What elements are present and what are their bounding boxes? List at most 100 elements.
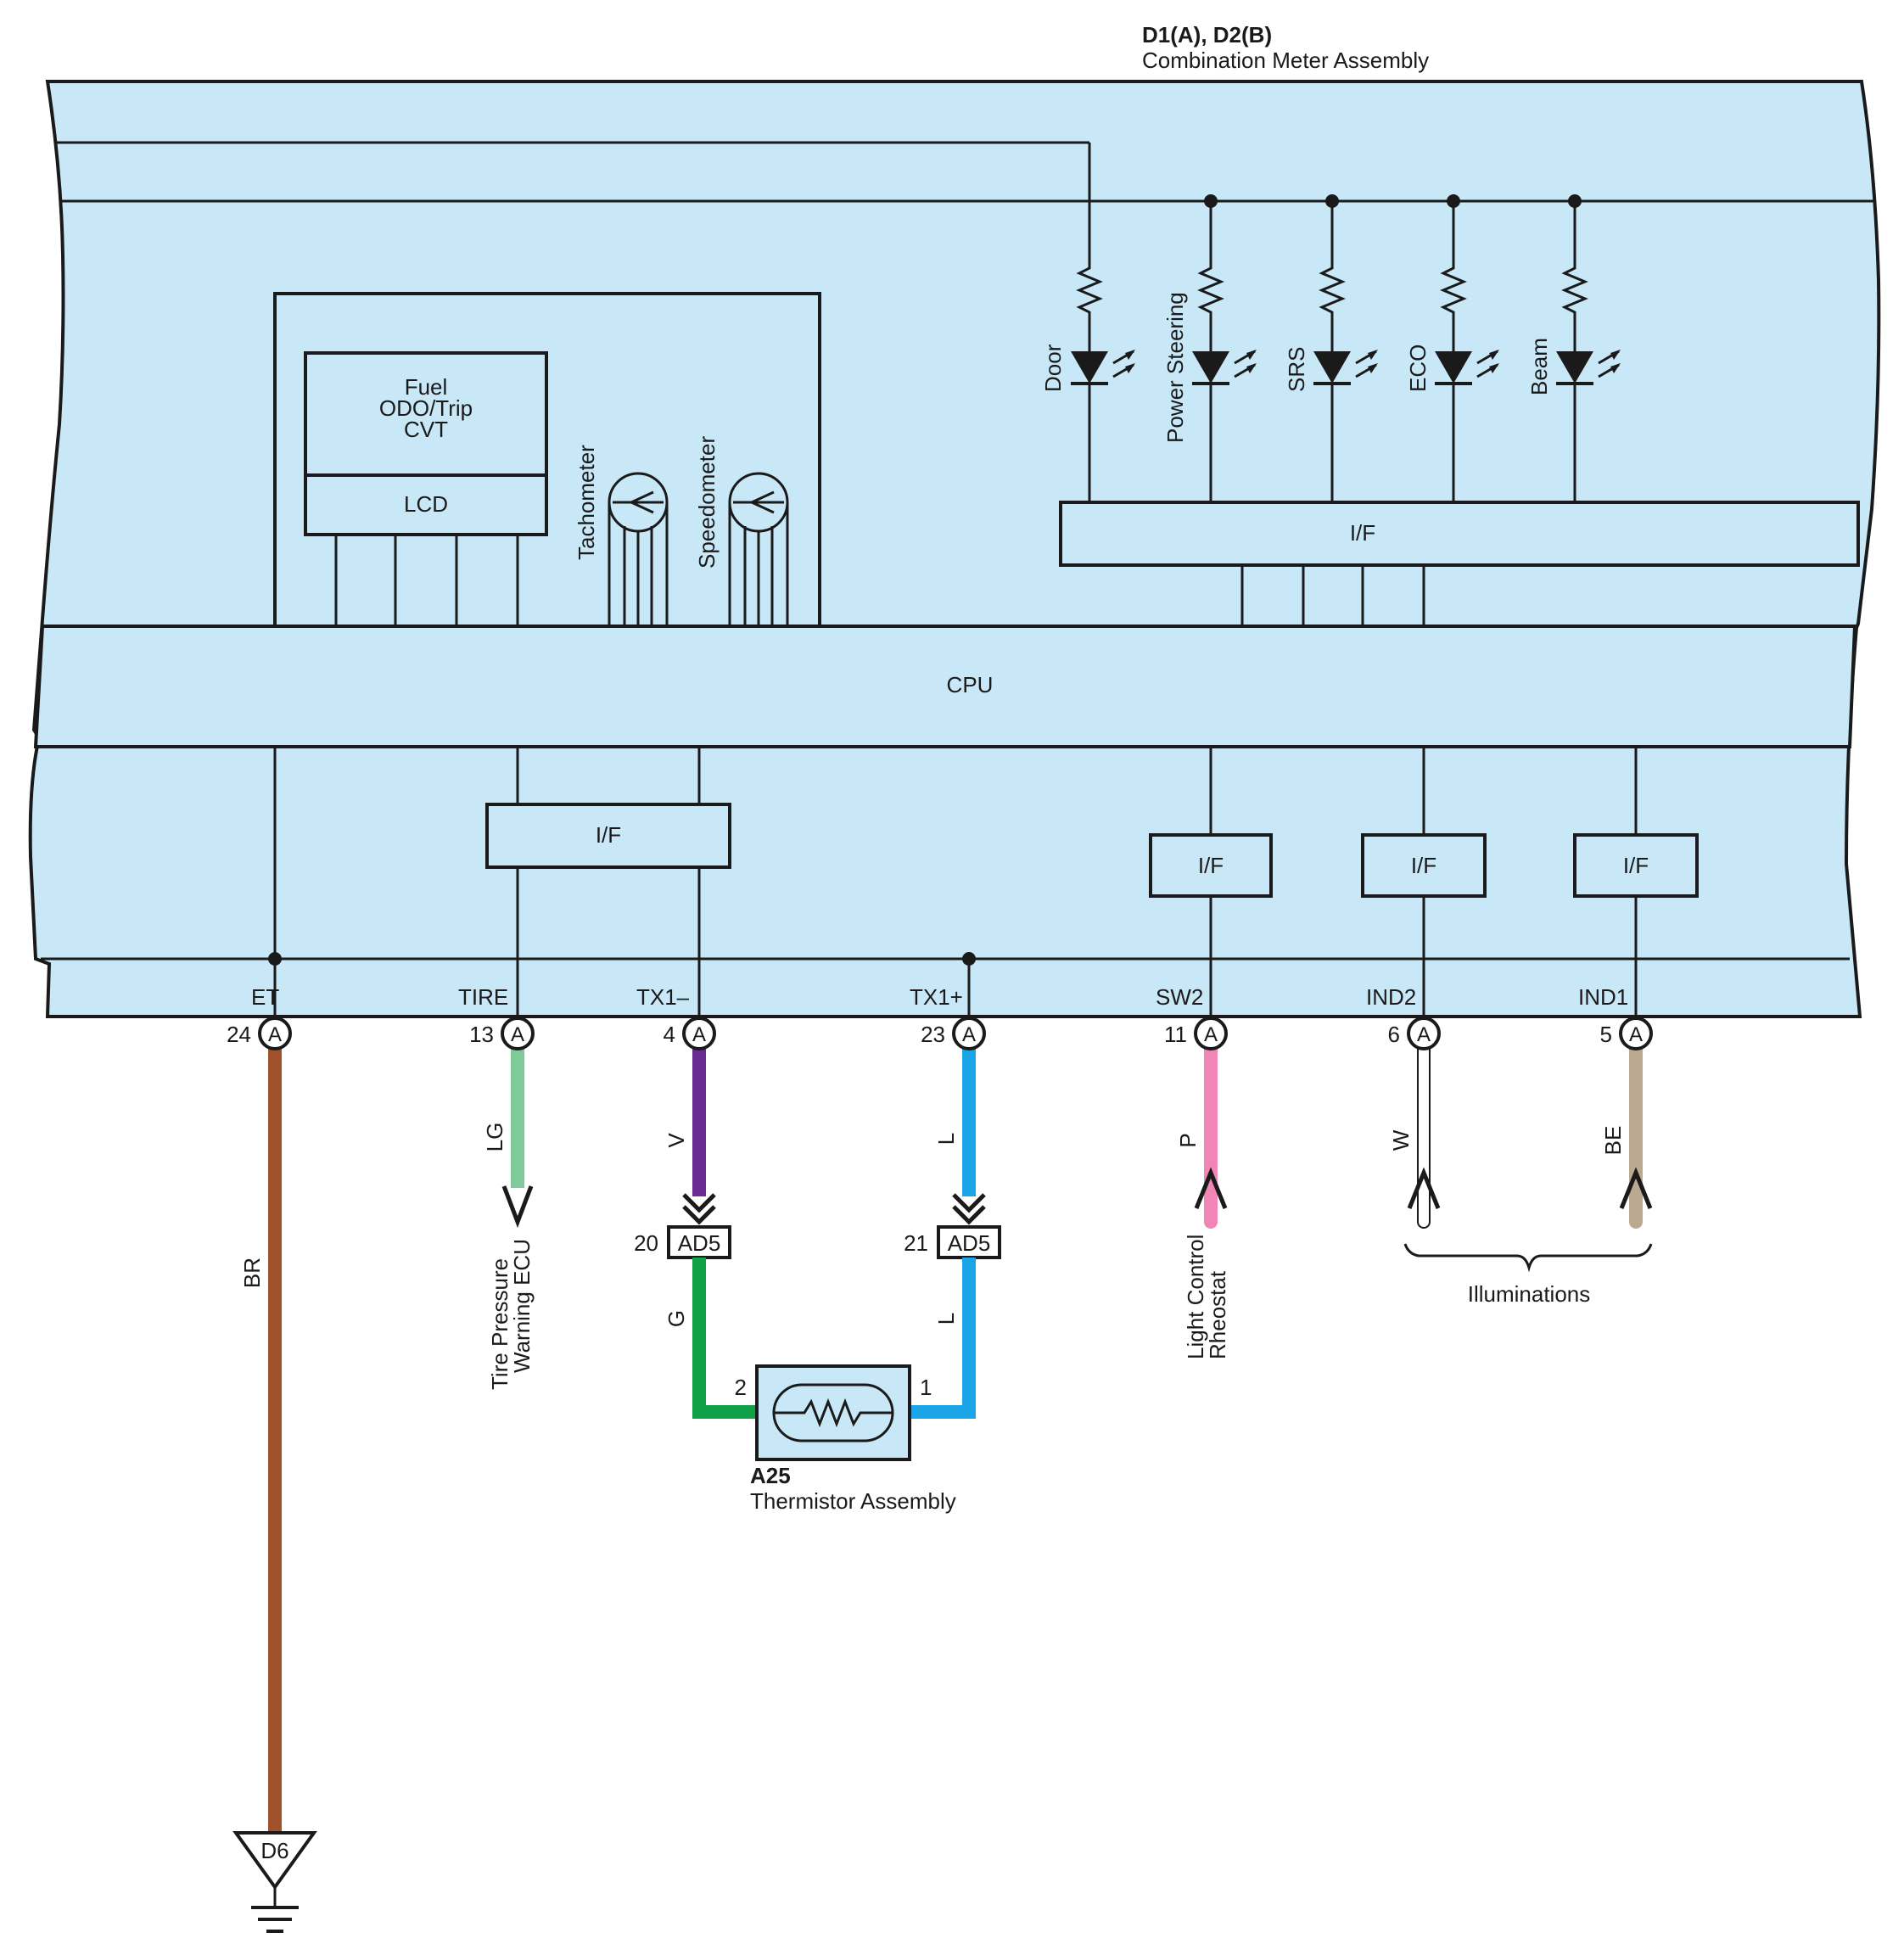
joint-connector-pin-21: 21: [904, 1230, 928, 1256]
assembly-name: Combination Meter Assembly: [1142, 48, 1429, 73]
terminal-name-tx1-plus: TX1+: [910, 984, 963, 1010]
indicator-door-label: Door: [1040, 344, 1066, 392]
terminal-name-tx1-minus: TX1–: [636, 984, 690, 1010]
terminal-pin-ind2: A: [1407, 1017, 1441, 1050]
joint-connector-ad5-left: AD5: [667, 1225, 731, 1259]
cpu-block: [33, 625, 1857, 748]
svg-text:A: A: [962, 1023, 976, 1046]
terminal-name-ind2: IND2: [1366, 984, 1416, 1010]
tx1-plus-junction-dot: [962, 952, 976, 966]
svg-text:A: A: [268, 1023, 282, 1046]
display-line-cvt: CVT: [404, 417, 448, 442]
terminal-pin-tx1-plus: A: [952, 1017, 986, 1050]
lcd-label: LCD: [404, 491, 448, 517]
svg-text:A: A: [1417, 1023, 1431, 1046]
terminal-pin-ind1: A: [1619, 1017, 1653, 1050]
double-arrow-down-icon: [952, 1193, 986, 1225]
wire-label-l-lower: L: [933, 1313, 959, 1325]
interface-to-cpu-lines: [1240, 565, 1425, 626]
svg-text:A: A: [511, 1023, 524, 1046]
indicator-eco-label: ECO: [1405, 345, 1431, 392]
speedometer-label: Speedometer: [694, 436, 720, 569]
lcd-output-lines: [334, 535, 519, 626]
illuminations-label: Illuminations: [1468, 1281, 1591, 1307]
interface-block-tire: [485, 803, 731, 869]
tachometer-label: Tachometer: [574, 445, 599, 560]
interface-block-ind1: [1573, 833, 1699, 898]
terminal-pin-sw2: A: [1194, 1017, 1228, 1050]
interface-label-tire: I/F: [596, 822, 621, 848]
thermistor-pin-2: 2: [735, 1375, 747, 1400]
ground-label: D6: [260, 1838, 288, 1863]
speedometer-gauge-icon: [728, 472, 789, 626]
indicator-srs-label: SRS: [1284, 347, 1309, 392]
tachometer-gauge-icon: [608, 472, 669, 626]
terminal-name-tire: TIRE: [458, 984, 508, 1010]
assembly-code: D1(A), D2(B): [1142, 22, 1272, 48]
indicator-door-led: [1071, 261, 1135, 502]
svg-text:A: A: [1204, 1023, 1218, 1046]
terminal-pin-tire: A: [501, 1017, 535, 1050]
pin-number-et: 24: [227, 1022, 251, 1047]
thermistor-name: Thermistor Assembly: [750, 1488, 956, 1514]
wire-label-br: BR: [239, 1258, 265, 1288]
wire-label-g: G: [664, 1310, 689, 1327]
pin-number-tire: 13: [469, 1022, 494, 1047]
resistor-icon: [774, 1398, 893, 1428]
indicator-beam-led: [1556, 194, 1621, 502]
pin-number-tx1-minus: 4: [664, 1022, 675, 1047]
indicator-power-steering-led: [1192, 194, 1257, 502]
joint-connector-pin-20: 20: [634, 1230, 658, 1256]
terminal-name-sw2: SW2: [1156, 984, 1203, 1010]
indicator-beam-label: Beam: [1526, 338, 1552, 395]
joint-connector-ad5-right: AD5: [937, 1225, 1001, 1259]
cpu-label: CPU: [947, 672, 994, 697]
indicator-power-steering-label: Power Steering: [1162, 292, 1188, 443]
pin-number-ind2: 6: [1388, 1022, 1400, 1047]
thermistor-assembly: [755, 1364, 911, 1461]
interface-label-sw2: I/F: [1198, 853, 1224, 878]
combination-meter-body: [28, 80, 1881, 1018]
terminal-name-ind1: IND1: [1578, 984, 1628, 1010]
light-control-line-2: Rheostat: [1205, 1270, 1230, 1359]
wire-label-w: W: [1388, 1129, 1414, 1151]
arrow-up-icon: [1407, 1167, 1441, 1209]
wire-label-lg: LG: [482, 1123, 507, 1152]
interface-block-indicators: [1059, 501, 1860, 567]
interface-label-ind1: I/F: [1623, 853, 1649, 878]
display-line-fuel: Fuel: [405, 374, 448, 400]
wire-label-p: P: [1175, 1133, 1201, 1147]
lcd-unit: [304, 351, 548, 536]
indicator-srs-led: [1313, 194, 1378, 502]
illuminations-bracket: [1403, 1243, 1653, 1273]
pin-number-ind1: 5: [1600, 1022, 1612, 1047]
wire-g: [692, 1258, 757, 1419]
arrow-up-icon: [1619, 1167, 1653, 1209]
wire-l-lower: [910, 1258, 976, 1419]
interface-label-ind2: I/F: [1411, 853, 1436, 878]
light-control-line-1: Light Control: [1183, 1235, 1208, 1359]
svg-text:AD5: AD5: [678, 1230, 721, 1256]
tire-ecu-line-1: Tire Pressure: [487, 1258, 512, 1390]
tire-ecu-line-2: Warning ECU: [509, 1239, 535, 1373]
svg-text:A: A: [692, 1023, 706, 1046]
wire-label-be: BE: [1600, 1126, 1626, 1156]
display-line-odo: ODO/Trip: [379, 395, 473, 421]
terminal-pin-et: A: [258, 1017, 292, 1050]
et-junction-dot: [268, 952, 282, 966]
arrow-up-icon: [1194, 1167, 1228, 1209]
ground-icon: [232, 1831, 317, 1933]
terminal-pin-tx1-minus: A: [682, 1017, 716, 1050]
interface-block-ind2: [1361, 833, 1487, 898]
double-arrow-down-icon: [682, 1193, 716, 1225]
thermistor-code: A25: [750, 1463, 791, 1488]
svg-text:A: A: [1629, 1023, 1643, 1046]
pin-number-sw2: 11: [1164, 1022, 1187, 1047]
wire-label-v: V: [664, 1133, 689, 1148]
wire-label-l-upper: L: [933, 1133, 959, 1145]
arrow-down-icon: [501, 1185, 534, 1229]
svg-text:AD5: AD5: [948, 1230, 991, 1256]
interface-label-indicators: I/F: [1350, 520, 1375, 546]
thermistor-pin-1: 1: [920, 1375, 932, 1400]
